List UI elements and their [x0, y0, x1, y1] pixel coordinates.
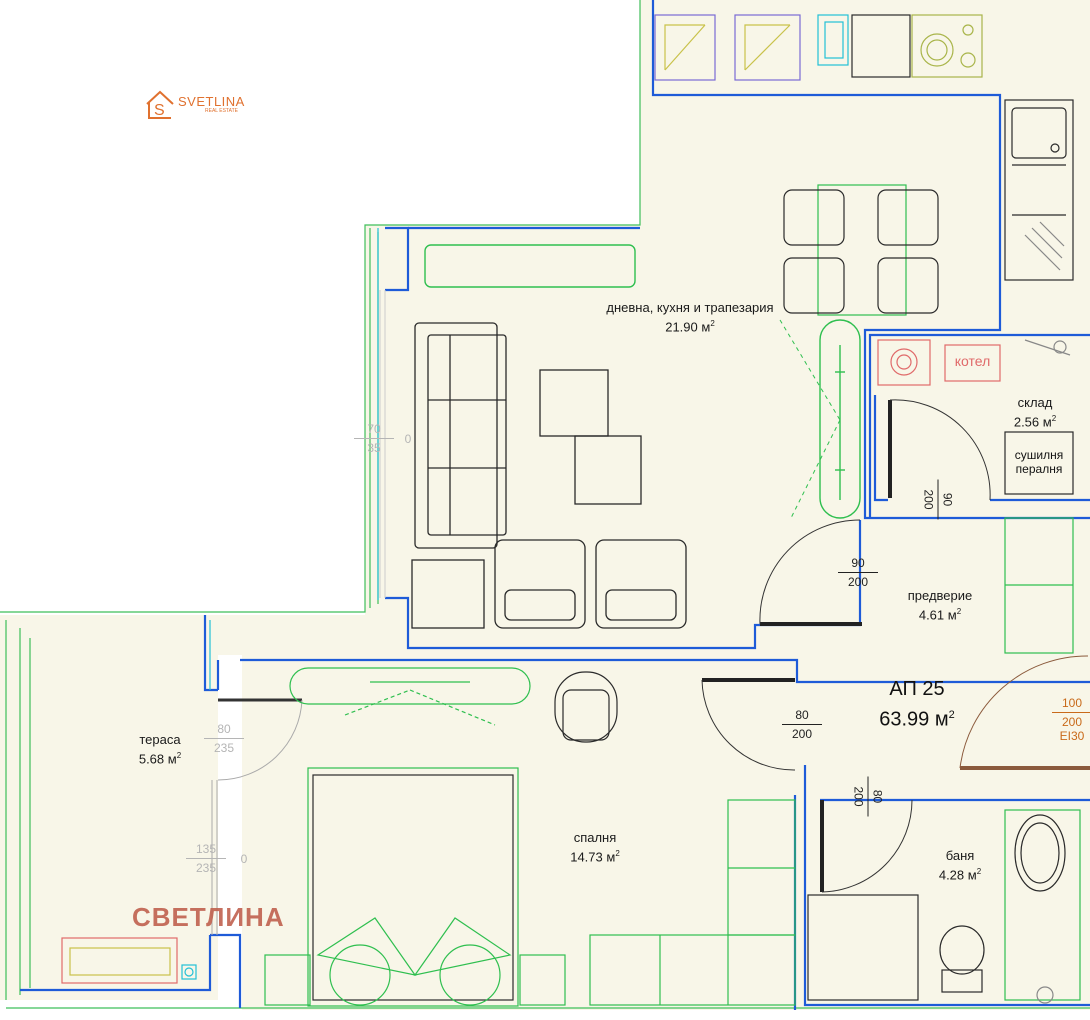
- partitions: [209, 14, 849, 690]
- dining-set: [783, 184, 939, 316]
- room-storage: склад 2.56 м2: [1005, 395, 1065, 430]
- watermark-text: СВЕТЛИНА: [132, 902, 285, 932]
- apartment-title: АП 25 63.99 м2: [872, 676, 962, 733]
- svg-text:S: S: [154, 102, 165, 119]
- apartment-name: АП 25: [889, 678, 945, 700]
- dim-window-living-side: 0: [404, 432, 412, 446]
- dim-entry-door: 100 200 EI30: [1052, 696, 1090, 743]
- dim-living-door: 90 200: [838, 556, 878, 589]
- dim-bedroom-door: 80 200: [782, 708, 822, 741]
- tv-unit: [424, 244, 636, 288]
- room-bath: баня 4.28 м2: [925, 848, 995, 883]
- bathroom-fixtures: [807, 809, 1081, 1004]
- room-terrace-area: 5.68 м: [138, 751, 177, 767]
- room-bath-area: 4.28 м: [938, 867, 977, 883]
- doors: [211, 290, 1090, 935]
- room-bedroom-name: спалня: [573, 830, 617, 845]
- room-hall: предверие 4.61 м2: [895, 588, 985, 623]
- room-terrace-name: тераса: [139, 732, 181, 747]
- sofa: [414, 322, 507, 549]
- dryer-washer-label: сушилня пералня: [1005, 448, 1073, 476]
- kitchen: [654, 14, 1074, 281]
- room-living-area: 21.90 м: [665, 319, 711, 335]
- dim-terrace-door: 80 235: [204, 722, 244, 755]
- storage-appliances: [877, 339, 1074, 495]
- dash-lines: [779, 319, 841, 521]
- dim-storage-door: 90 200: [922, 479, 955, 520]
- boiler-label: котел: [954, 353, 991, 369]
- dim-terrace-window-side: 0: [240, 852, 248, 866]
- logo-brand: SVETLINA: [178, 94, 245, 109]
- washer-label: пералня: [1015, 462, 1063, 476]
- logo-sub: REAL ESTATE: [205, 108, 238, 114]
- dim-terrace-window: 135 235: [186, 842, 226, 875]
- room-storage-name: склад: [1017, 395, 1053, 410]
- room-living: дневна, кухня и трапезария 21.90 м2: [585, 300, 795, 335]
- room-hall-name: предверие: [907, 588, 973, 603]
- room-terrace: тераса 5.68 м2: [125, 732, 195, 767]
- dryer-label: сушилня: [1014, 448, 1064, 462]
- apartment-area: 63.99 м: [879, 708, 949, 731]
- house-logo-icon: S: [146, 90, 174, 119]
- room-bedroom: спалня 14.73 м2: [555, 830, 635, 865]
- dim-bath-door: 80 200: [852, 776, 885, 817]
- room-hall-area: 4.61 м: [918, 607, 957, 623]
- living-wardrobe: [819, 319, 861, 519]
- armchairs: [411, 539, 687, 629]
- dim-window-living: 70 35: [354, 422, 394, 455]
- room-storage-area: 2.56 м: [1013, 414, 1052, 430]
- terrace-unit: [61, 937, 197, 984]
- room-bath-name: баня: [945, 848, 975, 863]
- hall-cabinets: [1004, 517, 1074, 654]
- coffee-tables: [539, 369, 642, 505]
- walls: [20, 0, 1090, 1010]
- room-bedroom-area: 14.73 м: [570, 849, 616, 865]
- room-living-name: дневна, кухня и трапезария: [606, 300, 774, 315]
- bedroom-furniture: [264, 667, 796, 1007]
